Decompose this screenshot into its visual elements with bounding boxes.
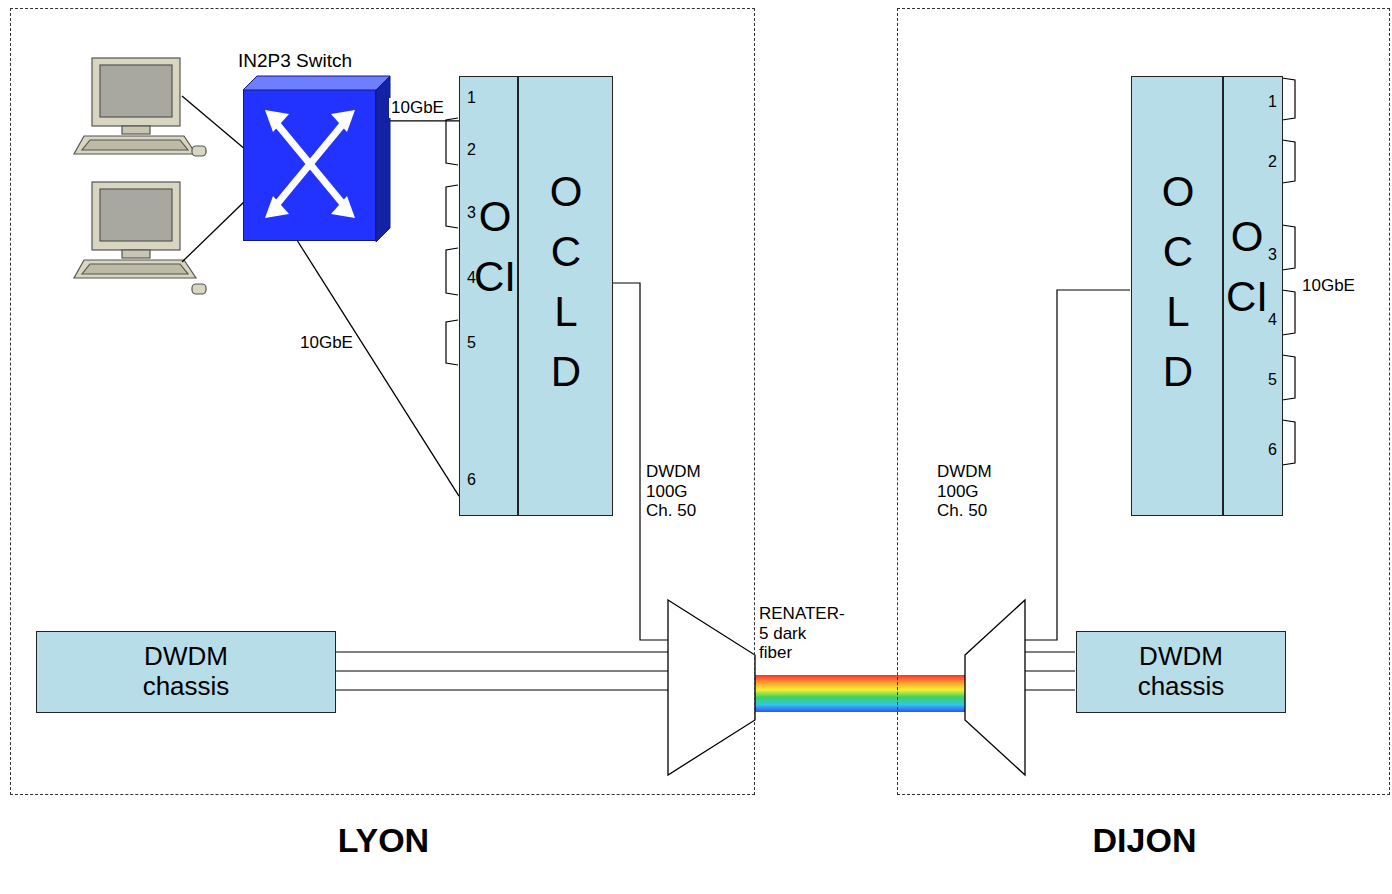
site-region: LYONIN2P3 SwitchOCIOCLDDWDM chassis — [10, 8, 755, 795]
port-number: 4 — [1268, 311, 1277, 329]
port-number: 5 — [1268, 371, 1277, 389]
port-number: 2 — [467, 141, 476, 159]
computer-icon — [74, 58, 206, 156]
vertical-label: OCLD — [1157, 162, 1199, 402]
loopback-bracket — [446, 118, 458, 365]
port-number: 1 — [467, 89, 476, 107]
vertical-label: OCI — [1226, 207, 1268, 327]
loopback-bracket — [1282, 78, 1295, 465]
link-label: 10GbE — [1302, 276, 1355, 296]
node-label: IN2P3 Switch — [238, 50, 352, 72]
edge-label: 10GbE — [389, 98, 446, 118]
port-number: 4 — [467, 269, 476, 287]
mux-symbol — [668, 600, 755, 775]
node-label: DWDM chassis — [1111, 642, 1251, 702]
node-label: LYON — [11, 821, 756, 860]
link-label: DWDM 100G Ch. 50 — [937, 462, 1001, 521]
site-region: DIJONOCLDOCIDWDM chassis — [897, 8, 1390, 795]
dwdm-chassis: DWDM chassis — [1076, 631, 1286, 713]
switch-symbol — [243, 76, 393, 244]
mux-symbol — [965, 600, 1025, 775]
node-label: DIJON — [898, 821, 1391, 860]
dark-fiber — [755, 675, 965, 712]
port-number: 1 — [1268, 93, 1277, 111]
port-number: 5 — [467, 334, 476, 352]
ocld-card: OCLD — [1131, 76, 1223, 516]
node-label: DWDM chassis — [116, 642, 256, 702]
port-number: 3 — [467, 204, 476, 222]
cable — [182, 96, 246, 150]
vertical-label: OCI — [474, 187, 516, 307]
port-number: 2 — [1268, 153, 1277, 171]
cable — [182, 200, 246, 262]
port-number: 6 — [467, 471, 476, 489]
dwdm-chassis: DWDM chassis — [36, 631, 336, 713]
dwdm-wire — [612, 283, 668, 640]
link-label: DWDM 100G Ch. 50 — [646, 462, 710, 521]
port-number: 6 — [1268, 441, 1277, 459]
vertical-label: OCLD — [545, 162, 587, 402]
port-number: 3 — [1268, 246, 1277, 264]
ocld-card: OCLD — [518, 76, 613, 516]
link-label: RENATER-5 dark fiber — [757, 604, 845, 663]
network-switch: IN2P3 Switch — [243, 89, 376, 241]
dwdm-wire — [1025, 290, 1130, 640]
edge-label: 10GbE — [298, 333, 355, 353]
link-connector — [298, 241, 459, 496]
computer-icon — [74, 182, 206, 294]
